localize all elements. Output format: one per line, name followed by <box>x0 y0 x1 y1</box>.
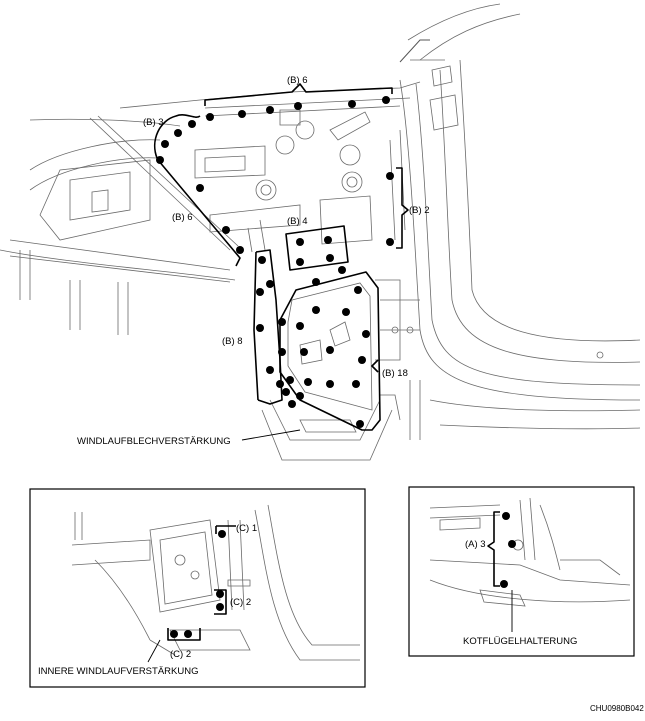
inset-left-frame <box>29 488 366 688</box>
inset-left: (C) 1 (C) 2 (C) 2 INNERE WINDLAUFVERSTÄR… <box>29 488 366 688</box>
label-innere: INNERE WINDLAUFVERSTÄRKUNG <box>38 666 198 677</box>
label-b6-top: (B) 6 <box>287 75 308 86</box>
fastener-dots-main <box>156 96 394 428</box>
label-b6-left: (B) 6 <box>172 212 193 223</box>
label-b3: (B) 3 <box>143 117 164 128</box>
main-view: (B) 6 (B) 3 (B) 6 (B) 4 (B) 2 (B) 8 (B) … <box>0 3 641 461</box>
reinforcement-plate-outline <box>279 271 381 431</box>
label-a3: (A) 3 <box>465 539 486 550</box>
label-c2-bottom: (C) 2 <box>170 649 191 660</box>
label-b4: (B) 4 <box>287 216 308 227</box>
label-c2-right: (C) 2 <box>230 597 251 608</box>
label-b18: (B) 18 <box>382 368 408 379</box>
label-b8: (B) 8 <box>222 336 243 347</box>
label-b2: (B) 2 <box>409 205 430 216</box>
label-c1: (C) 1 <box>236 523 257 534</box>
inset-right: (A) 3 KOTFLÜGELHALTERUNG <box>408 486 635 657</box>
label-windlauf: WINDLAUFBLECHVERSTÄRKUNG <box>77 436 231 447</box>
inset-right-frame <box>408 486 635 657</box>
drawing-code: CHU0980B042 <box>590 704 644 713</box>
label-kotfluegel: KOTFLÜGELHALTERUNG <box>463 636 577 647</box>
fastener-c1 <box>218 530 226 538</box>
